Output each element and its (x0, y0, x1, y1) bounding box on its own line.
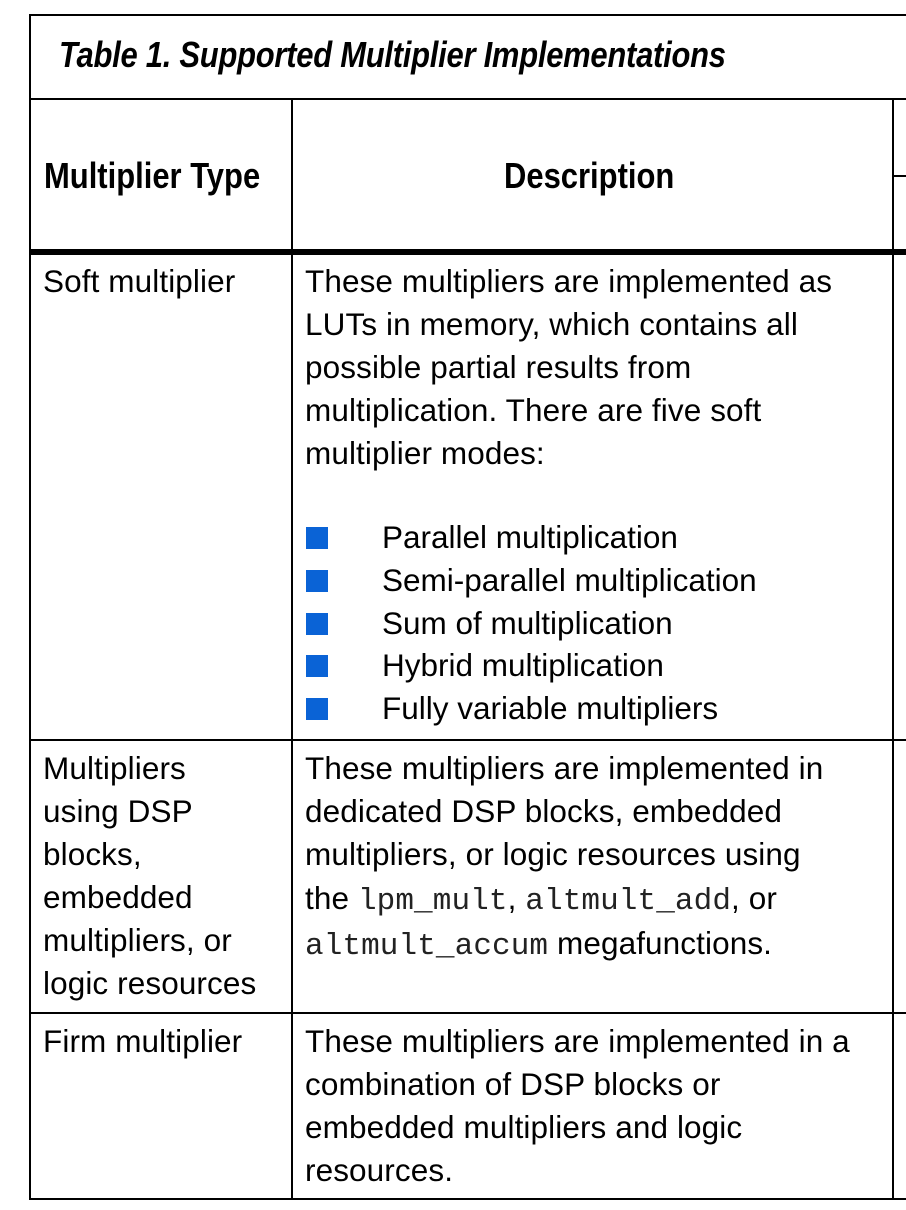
header-rule (29, 249, 906, 255)
square-bullet-icon (306, 527, 328, 549)
square-bullet-icon (306, 655, 328, 678)
type-line: Firm multiplier (43, 1023, 243, 1059)
description-line: These multipliers are implemented as (305, 263, 833, 299)
description-line: combination of DSP blocks or (305, 1066, 721, 1102)
header-description: Description (504, 155, 675, 196)
row-divider (29, 1012, 906, 1014)
header-multiplier-type: Multiplier Type (44, 155, 261, 196)
code-lpm-mult: lpm_mult (357, 884, 508, 919)
description-line: multiplier modes: (305, 435, 545, 471)
right-column-divider (892, 100, 894, 1200)
description-line: These multipliers are implemented in a (305, 1023, 850, 1059)
type-line: logic resources (43, 965, 257, 1001)
header-tick (892, 175, 906, 177)
description-line: These multipliers are implemented in (305, 750, 824, 786)
description-line: resources. (305, 1152, 454, 1188)
list-item-label: Semi-parallel multiplication (382, 561, 757, 598)
code-altmult-accum: altmult_accum (305, 929, 549, 964)
description-line: altmult_accum megafunctions. (305, 921, 823, 966)
type-line: multipliers, or (43, 922, 232, 958)
description-line: possible partial results from (305, 349, 692, 385)
row-soft-type: Soft multiplier (43, 260, 235, 303)
description-line: multiplication. There are five soft (305, 392, 762, 428)
row-dsp-description: These multipliers are implemented in ded… (305, 747, 823, 966)
description-line: multipliers, or logic resources using (305, 836, 801, 872)
description-text: megafunctions. (548, 925, 773, 961)
row-dsp-type: Multipliers using DSP blocks, embedded m… (43, 747, 256, 1005)
table-caption: Table 1. Supported Multiplier Implementa… (59, 34, 726, 75)
list-item-label: Sum of multiplication (382, 604, 673, 641)
description-line: the lpm_mult, altmult_add, or (305, 876, 823, 921)
list-item-label: Parallel multiplication (382, 519, 678, 555)
description-text: the (305, 880, 358, 916)
row-firm-type: Firm multiplier (43, 1020, 242, 1063)
row-soft-description: These multipliers are implemented as LUT… (305, 260, 832, 475)
description-line: LUTs in memory, which contains all (305, 306, 798, 342)
list-item-label: Fully variable multipliers (382, 690, 719, 727)
column-divider (291, 100, 293, 1200)
square-bullet-icon (306, 612, 328, 635)
description-line: embedded multipliers and logic (305, 1109, 743, 1145)
type-line: embedded (43, 879, 193, 915)
type-line: using DSP (43, 793, 193, 829)
row-divider (29, 739, 906, 741)
square-bullet-icon (306, 698, 328, 721)
square-bullet-icon (306, 569, 328, 592)
description-text: , (507, 880, 526, 916)
description-text: , or (731, 880, 777, 916)
table-frame (29, 14, 906, 1200)
type-line: Multipliers (43, 750, 186, 786)
table-caption-box: Table 1. Supported Multiplier Implementa… (29, 14, 906, 100)
row-firm-description: These multipliers are implemented in a c… (305, 1020, 850, 1192)
type-line: blocks, (43, 836, 142, 872)
list-item-label: Hybrid multiplication (382, 647, 664, 684)
description-line: dedicated DSP blocks, embedded (305, 793, 782, 829)
code-altmult-add: altmult_add (525, 884, 732, 919)
type-line: Soft multiplier (43, 263, 236, 299)
